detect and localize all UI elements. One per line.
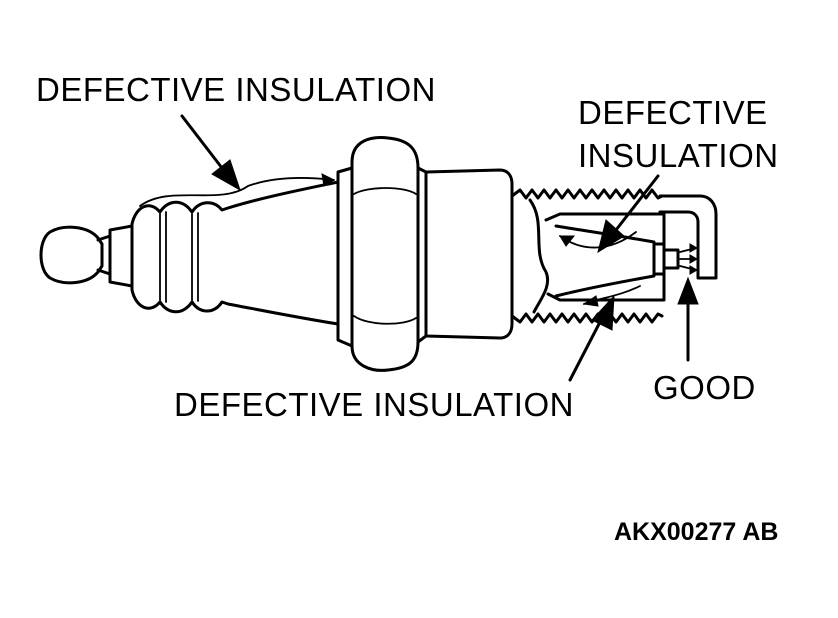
insulator [130, 173, 340, 326]
shell-body [424, 168, 514, 340]
insulator-nose [554, 224, 680, 307]
label-insulation-right-line2: INSULATION [578, 137, 779, 174]
arrow-good [677, 276, 699, 362]
arrow-bottom-defective [568, 294, 615, 382]
terminal-nut [39, 225, 112, 285]
arrow-right-defective [597, 174, 660, 254]
ground-electrode [658, 194, 718, 280]
label-defective-insulation-top: DEFECTIVE INSULATION [36, 71, 436, 108]
hex-nut [336, 136, 428, 372]
arrow-top-defective [180, 114, 241, 192]
label-defective-insulation-bottom: DEFECTIVE INSULATION [174, 386, 574, 423]
label-defective-right-line1: DEFECTIVE [578, 94, 768, 131]
label-good: GOOD [653, 369, 756, 406]
figure-code: AKX00277 AB [614, 518, 779, 546]
terminal-stud [108, 224, 134, 288]
